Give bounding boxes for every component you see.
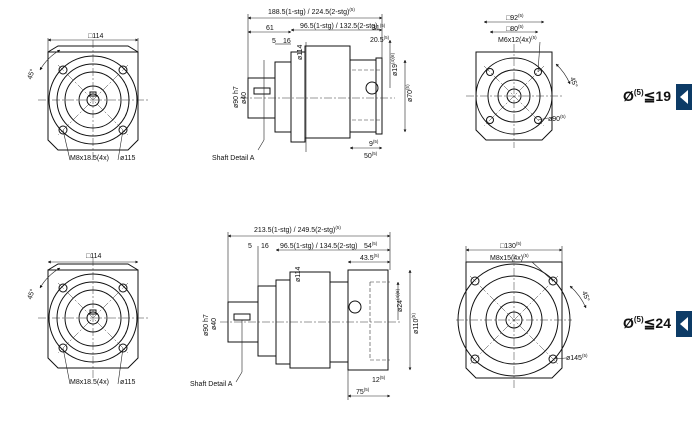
top-left-bolt-dim: M8x18.5(4x) [70,155,109,162]
top-right-angle: 45° [568,76,579,89]
top-badge-sup: (5) [633,88,644,97]
bottom-right-pcd: ø145(5) [566,353,588,362]
top-badge-prefix: Ø [623,88,634,104]
top-dim-d70: ø70(5) [405,84,414,102]
bottom-right-bolt: M8x15(4x)(5) [490,253,529,262]
bottom-shaft-detail-label: Shaft Detail A [190,381,233,388]
bottom-front-view-right: □130(5) M8x15(4x)(5) 45° ø145(5) [456,241,591,388]
chevron-left-icon [680,317,688,331]
top-left-square-dim: □114 [88,33,103,40]
top-dim-d19: ø19(4)(6) [390,52,399,76]
top-dim-5: 5 [272,38,276,45]
top-right-bolt: M6x12(4x)(5) [498,35,537,44]
bottom-dim-54: 54(5) [364,241,378,250]
top-badge-text: ≦19 [643,88,671,104]
top-collapse-arrow-button[interactable] [676,84,692,110]
top-left-angle-dim: 45° [26,68,37,81]
bottom-right-angle: 45° [580,290,591,303]
top-right-sq92: □92(5) [506,13,524,22]
top-side-view: 188.5(1-stg) / 224.5(2-stg)(5) 96.5(1-st… [212,7,414,162]
bottom-right-sq130: □130(5) [500,241,522,250]
top-left-pcd-dim: ø115 [120,155,136,162]
bottom-dim-5: 5 [248,243,252,250]
top-right-pcd: ø90(5) [548,114,566,123]
bottom-front-view-left: □114 45° M8x18.5(4x) ø115 [26,253,148,386]
bottom-badge-sup: (5) [633,315,644,324]
bottom-badge-prefix: Ø [623,315,634,331]
top-dim-16: 16 [283,38,291,45]
top-dim-d114: ø114 [297,44,304,60]
top-dim-9: 9(5) [369,139,379,148]
top-dim-50: 50(5) [364,151,378,160]
top-dim-31: 31(5) [372,23,386,32]
bottom-shaft-h7: ø90 h7 [203,314,210,336]
bottom-left-bolt-dim: M8x18.5(4x) [70,379,109,386]
bottom-left-angle-dim: 45° [26,288,37,301]
bottom-total-length: 213.5(1-stg) / 249.5(2-stg)(5) [254,225,341,234]
bottom-dim-d110: ø110(5) [411,313,420,334]
bottom-dim-12: 12(5) [372,375,386,384]
top-total-length: 188.5(1-stg) / 224.5(2-stg)(5) [268,7,355,16]
bottom-side-view: 213.5(1-stg) / 249.5(2-stg)(5) 96.5(1-st… [190,225,420,400]
top-right-sq80: □80(5) [506,24,524,33]
top-front-view-right: □92(5) □80(5) M6x12(4x)(5) 45° ø90(5) [466,13,579,148]
top-front-view-left: □114 45° M8x18.5(4x) ø115 [26,33,148,162]
bottom-dim-16: 16 [261,243,269,250]
bottom-dim-d114: ø114 [295,266,302,282]
top-shaft-detail-label: Shaft Detail A [212,155,255,162]
bottom-left-pcd-dim: ø115 [120,379,136,386]
top-body-length: 96.5(1-stg) / 132.5(2-stg) [300,23,377,30]
bottom-body-length: 96.5(1-stg) / 134.5(2-stg) [280,243,357,250]
top-dim-61: 61 [266,25,274,32]
top-shaft-h7: ø90 h7 [233,86,240,108]
bottom-dim-75: 75(5) [356,387,370,396]
chevron-left-icon [680,90,688,104]
bottom-dim-d40: ø40 [211,318,218,330]
bottom-dim-43-5: 43.5(5) [360,253,380,262]
top-diameter-badge: Ø(5)≦19 [623,88,671,105]
top-dim-d40: ø40 [241,92,248,104]
top-dim-20-5: 20.5(5) [370,35,390,44]
bottom-badge-text: ≦24 [643,315,671,331]
bottom-collapse-arrow-button[interactable] [676,311,692,337]
bottom-dim-d24: ø24(4)(6) [395,288,404,312]
bottom-diameter-badge: Ø(5)≦24 [623,315,671,332]
bottom-left-square-dim: □114 [86,253,101,260]
